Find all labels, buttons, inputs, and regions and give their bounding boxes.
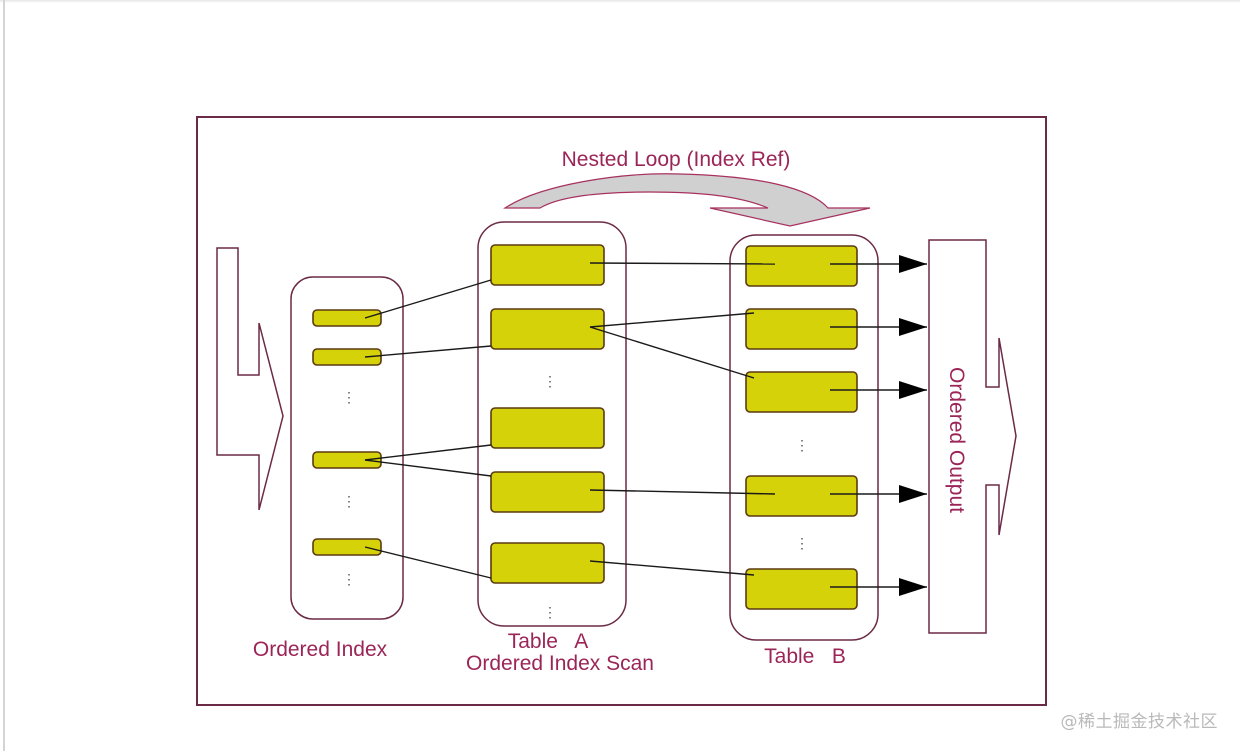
table-b-row: [745, 475, 858, 517]
table-b-ellipsis-2: ⋮: [795, 535, 809, 551]
table-b-label: Table B: [764, 645, 846, 668]
nested-loop-arrow-icon: [502, 173, 871, 227]
index-ellipsis-3: ⋮: [342, 571, 356, 587]
table-a-row: [490, 407, 605, 449]
index-entry: [312, 309, 382, 327]
link-idx-4-to-a-5: [364, 546, 492, 579]
link-a-5-to-b-5: [589, 560, 755, 576]
arrowhead-icon: [899, 255, 927, 273]
table-a-label: Table A: [508, 630, 589, 653]
page-left-edge: [3, 0, 5, 751]
arrowhead-icon: [899, 381, 927, 399]
arrowhead-icon: [899, 578, 927, 596]
link-idx-1-to-a-1: [364, 279, 492, 319]
table-a-row: [490, 542, 605, 584]
watermark: @稀土掘金技术社区: [1060, 712, 1218, 732]
link-a-1-to-b-1: [589, 262, 776, 265]
index-entry: [312, 538, 382, 556]
index-entry: [312, 348, 382, 366]
table-a-ellipsis-2: ⋮: [543, 604, 557, 620]
table-a-ellipsis-1: ⋮: [543, 373, 557, 389]
table-b-ellipsis-1: ⋮: [795, 437, 809, 453]
table-a-row: [490, 308, 605, 350]
arrowhead-icon: [899, 485, 927, 503]
ordered-index-container: [290, 276, 404, 620]
link-idx-2-to-a-2: [364, 345, 492, 358]
input-arrow-icon: [216, 247, 284, 511]
diagram-title: Nested Loop (Index Ref): [562, 148, 791, 171]
link-a-2-to-b-2: [589, 312, 755, 328]
output-arrow-icon: [928, 239, 1017, 634]
link-idx-3-to-a-4: [364, 459, 492, 477]
ordered-output-label: Ordered Output: [945, 367, 968, 513]
link-a-4-to-b-4: [589, 489, 776, 495]
table-a-row: [490, 244, 605, 286]
table-a-sublabel: Ordered Index Scan: [466, 652, 654, 675]
index-entry: [312, 451, 382, 469]
ordered-index-label: Ordered Index: [253, 638, 388, 661]
table-b-row: [745, 308, 858, 350]
table-a-row: [490, 471, 605, 513]
link-a-2-to-b-3: [589, 326, 755, 379]
table-b-row: [745, 371, 858, 413]
page-top-edge: [0, 0, 1240, 3]
index-ellipsis-1: ⋮: [342, 389, 356, 405]
table-b-row: [745, 568, 858, 610]
arrowhead-icon: [899, 318, 927, 336]
link-idx-3-to-a-3: [364, 444, 492, 461]
index-ellipsis-2: ⋮: [342, 493, 356, 509]
table-b-row: [745, 245, 858, 287]
